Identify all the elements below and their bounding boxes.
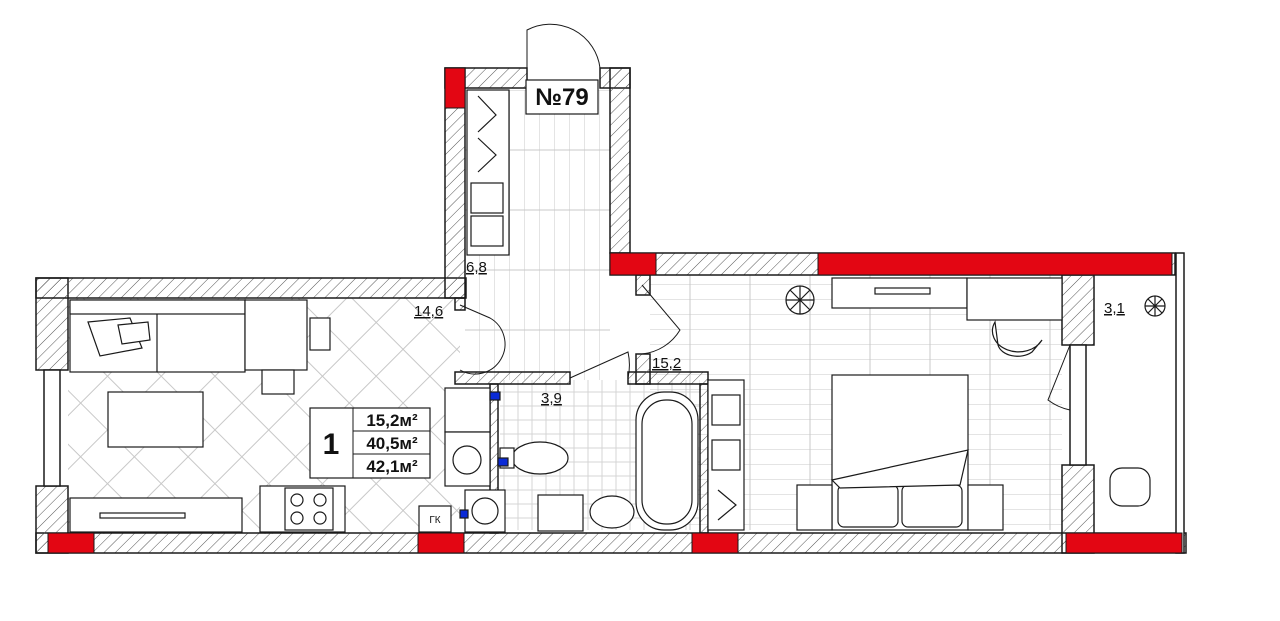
kitchen-living-area-label: 14,6 bbox=[414, 303, 443, 320]
bathroom-fixtures bbox=[459, 379, 745, 533]
shoe-box-1 bbox=[470, 182, 504, 214]
apartment-number: №79 bbox=[535, 84, 588, 111]
column-bedroom-top-left bbox=[609, 252, 657, 276]
sofa-back bbox=[69, 299, 246, 315]
washbasin bbox=[589, 495, 635, 529]
load-bearing-walls bbox=[47, 67, 1183, 554]
window-left bbox=[43, 369, 61, 487]
bathroom-area-label: 3,9 bbox=[541, 390, 562, 407]
column-bottom-2 bbox=[417, 532, 465, 554]
burner-4 bbox=[313, 511, 327, 525]
blanket-fold bbox=[830, 449, 969, 489]
fridge bbox=[444, 387, 491, 433]
bathtub-inner bbox=[641, 399, 693, 525]
stove bbox=[284, 487, 334, 531]
gas-boiler-label: ГК bbox=[429, 515, 440, 526]
rooms-count: 1 bbox=[323, 428, 340, 461]
tv bbox=[99, 512, 186, 519]
window-balcony-inner bbox=[1069, 344, 1087, 466]
entrance-door bbox=[526, 23, 601, 69]
hanger-2 bbox=[477, 137, 497, 173]
cushion-2 bbox=[117, 321, 151, 345]
desk-chair-round bbox=[991, 320, 1043, 357]
hall-furniture bbox=[466, 89, 510, 256]
pillow-left bbox=[837, 484, 899, 528]
wall-hall-right bbox=[609, 67, 631, 254]
wall-bath-right bbox=[699, 383, 709, 534]
column-bottom-3 bbox=[691, 532, 739, 554]
balcony-plant-icon bbox=[1144, 295, 1166, 317]
column-hall-top bbox=[444, 67, 466, 109]
bathroom-door bbox=[569, 351, 630, 379]
wall-balcony-top bbox=[1061, 274, 1095, 346]
wall-hall-bedroom-low bbox=[635, 353, 651, 385]
hanger-bath bbox=[717, 489, 737, 521]
wall-living-hall bbox=[454, 297, 466, 311]
pipe-valve-1 bbox=[489, 391, 501, 401]
balcony-table bbox=[1109, 467, 1151, 507]
wall-bedroom-top-red bbox=[817, 252, 1173, 276]
pipe-valve-2 bbox=[497, 457, 509, 467]
bedroom-tv bbox=[874, 287, 931, 295]
chair-leg bbox=[261, 369, 295, 395]
nightstand-right bbox=[967, 484, 1004, 531]
balcony-outer-glazing bbox=[1175, 252, 1185, 554]
plant-icon bbox=[785, 285, 815, 315]
boiler-box bbox=[418, 505, 452, 533]
column-bottom-1 bbox=[47, 532, 95, 554]
column-bottom-4 bbox=[1065, 532, 1183, 554]
washing-machine-drum bbox=[471, 497, 499, 525]
doors bbox=[459, 23, 1071, 411]
desk bbox=[244, 299, 308, 371]
bedroom-area-label: 15,2 bbox=[652, 355, 681, 372]
desk-chair bbox=[309, 317, 331, 351]
wall-living-top bbox=[35, 277, 467, 299]
bedroom-door bbox=[641, 284, 681, 355]
total-area-with-balcony: 42,1м² bbox=[366, 457, 418, 476]
burner-2 bbox=[313, 493, 327, 507]
shelf-2 bbox=[711, 439, 741, 471]
total-area: 40,5м² bbox=[366, 434, 418, 453]
balcony-area-label: 3,1 bbox=[1104, 300, 1125, 317]
summary-box bbox=[309, 407, 431, 479]
hall-area-label: 6,8 bbox=[466, 259, 487, 276]
shower-tray bbox=[537, 494, 584, 532]
living-furniture bbox=[69, 299, 491, 533]
living-area: 15,2м² bbox=[366, 411, 418, 430]
bedroom-desk bbox=[966, 277, 1063, 321]
toilet bbox=[511, 441, 569, 475]
pillow-right bbox=[901, 484, 963, 528]
kitchen-sink bbox=[452, 445, 482, 475]
wall-bottom bbox=[35, 532, 1187, 554]
apartment-number-box bbox=[525, 79, 599, 115]
shelf-1 bbox=[711, 394, 741, 426]
coffee-table bbox=[107, 391, 204, 448]
burner-1 bbox=[290, 493, 304, 507]
nightstand-left bbox=[796, 484, 833, 531]
pipe-valve-3 bbox=[459, 509, 469, 519]
bedroom-furniture bbox=[796, 277, 1151, 531]
shoe-box-2 bbox=[470, 215, 504, 247]
hanger-1 bbox=[477, 95, 497, 133]
burner-3 bbox=[290, 511, 304, 525]
kitchen-door bbox=[459, 304, 506, 375]
balcony-door bbox=[1047, 344, 1071, 411]
tv-unit bbox=[69, 497, 243, 533]
